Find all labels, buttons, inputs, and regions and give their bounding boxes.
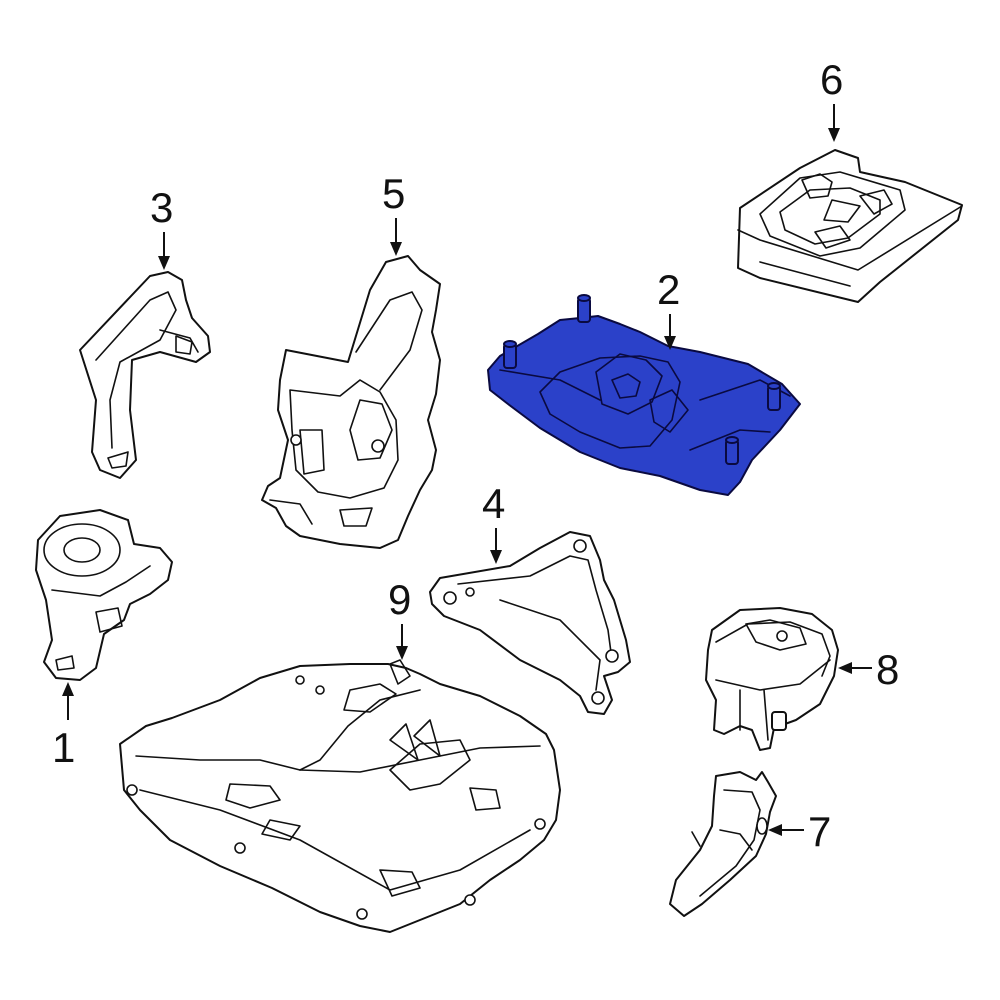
part-4-bracket-plate[interactable] [429, 531, 631, 715]
callout-8[interactable]: 8 [838, 646, 899, 693]
callout-7[interactable]: 7 [768, 808, 831, 855]
svg-text:2: 2 [657, 266, 680, 313]
svg-text:5: 5 [382, 170, 405, 217]
part-3-bracket-arm[interactable] [79, 271, 211, 479]
callout-5[interactable]: 5 [382, 170, 405, 256]
callout-2[interactable]: 2 [657, 266, 680, 350]
svg-text:8: 8 [876, 646, 899, 693]
callout-6[interactable]: 6 [820, 56, 843, 142]
svg-text:3: 3 [150, 184, 173, 231]
svg-text:4: 4 [482, 480, 505, 527]
part-5-engine-bracket[interactable] [261, 255, 441, 549]
callout-4[interactable]: 4 [482, 480, 505, 564]
part-9-skid-plate[interactable] [119, 659, 561, 933]
svg-text:1: 1 [52, 724, 75, 771]
part-6-mount-cover[interactable] [737, 149, 963, 303]
part-1-engine-mount[interactable] [35, 509, 173, 681]
part-7-torque-bracket[interactable] [669, 771, 777, 917]
callout-1[interactable]: 1 [52, 682, 75, 771]
svg-text:7: 7 [808, 808, 831, 855]
part-2-transmission-mount[interactable] [487, 294, 801, 496]
svg-text:6: 6 [820, 56, 843, 103]
callout-3[interactable]: 3 [150, 184, 173, 270]
callout-9[interactable]: 9 [388, 576, 411, 660]
svg-text:9: 9 [388, 576, 411, 623]
part-8-rear-mount[interactable] [705, 607, 839, 751]
